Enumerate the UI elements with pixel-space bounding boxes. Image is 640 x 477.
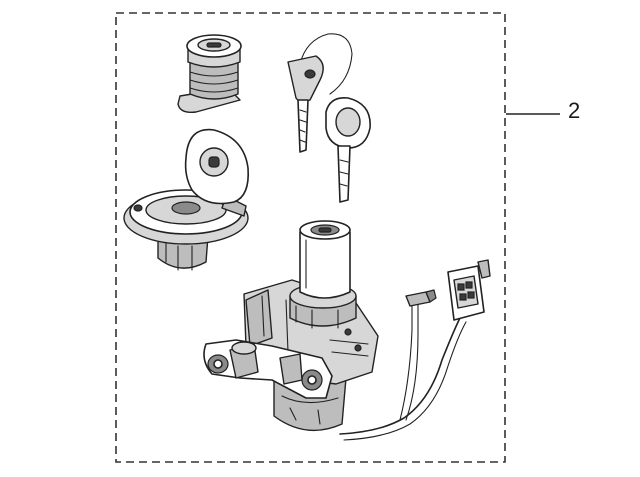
ignition-key-b <box>325 96 371 203</box>
ignition-key-a <box>287 33 353 153</box>
fuel-cap-assembly <box>123 128 250 271</box>
callout-number: 2 <box>568 98 581 123</box>
kit-boundary <box>115 12 506 463</box>
ignition-switch <box>203 220 491 441</box>
seat-lock-cylinder <box>177 34 242 114</box>
